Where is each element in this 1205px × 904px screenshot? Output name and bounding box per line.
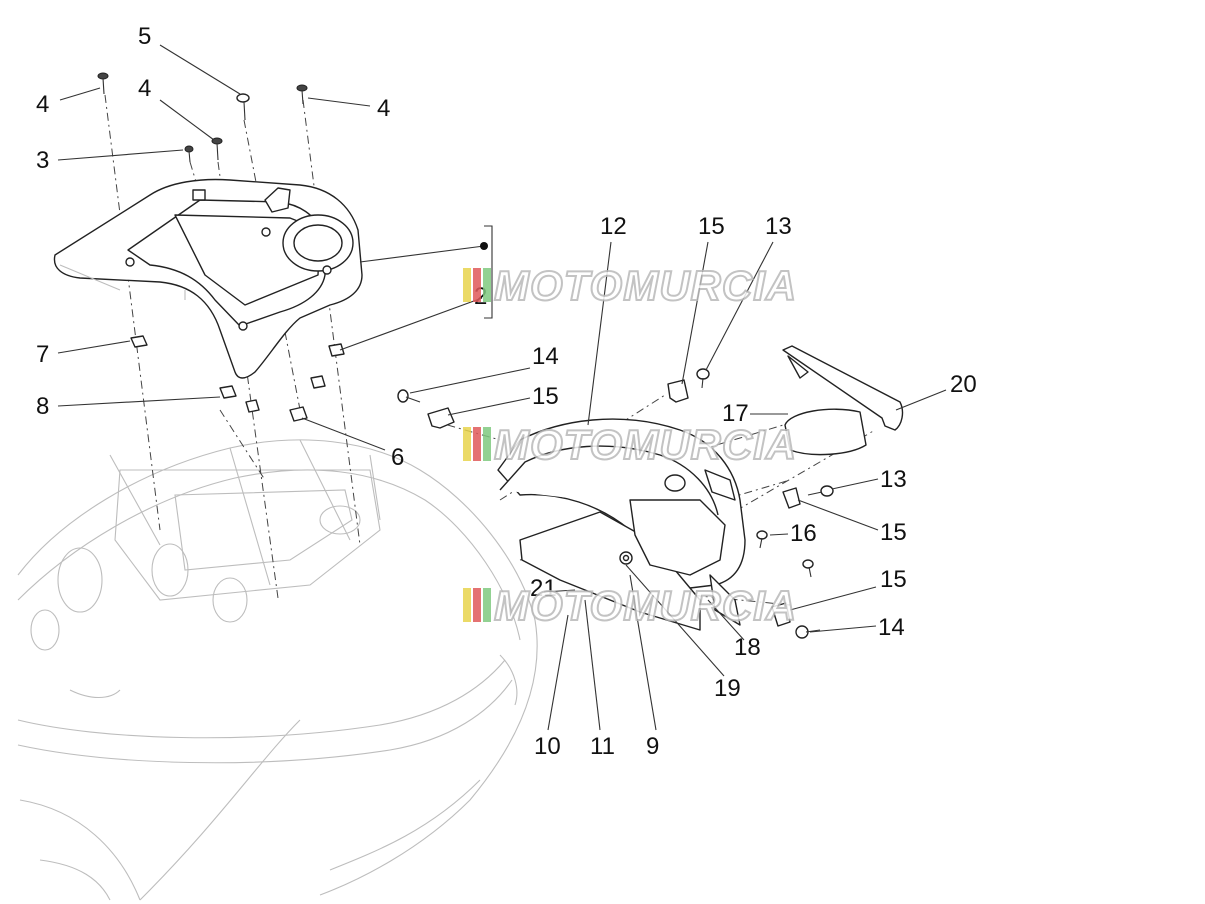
watermark-text: MOTOMURCIA bbox=[494, 262, 797, 309]
callout-5: 5 bbox=[138, 23, 151, 50]
clip-15b bbox=[427, 407, 455, 429]
callout-15d: 15 bbox=[880, 566, 907, 593]
callout-15b: 15 bbox=[532, 383, 559, 410]
clips-nuts bbox=[130, 335, 345, 422]
screw-13a bbox=[696, 368, 710, 389]
group-marker-dot bbox=[480, 242, 488, 250]
screw-4b bbox=[296, 84, 308, 105]
screw-13b bbox=[807, 485, 834, 497]
callout-labels: 4 5 4 4 3 12 15 13 2 7 14 15 20 8 17 6 1… bbox=[36, 23, 977, 760]
callout-4a: 4 bbox=[36, 91, 49, 118]
watermark-stripe-red bbox=[473, 268, 481, 302]
screw-4c bbox=[211, 137, 223, 161]
watermark-2: MOTOMURCIA bbox=[463, 420, 797, 469]
watermark-stripe-green bbox=[483, 427, 491, 461]
callout-19: 19 bbox=[714, 675, 741, 702]
callout-3: 3 bbox=[36, 147, 49, 174]
watermark-text: MOTOMURCIA bbox=[494, 421, 797, 468]
callout-15c: 15 bbox=[880, 519, 907, 546]
callout-4c: 4 bbox=[377, 95, 390, 122]
callout-17: 17 bbox=[722, 400, 749, 427]
license-plate-holder bbox=[497, 418, 746, 631]
screws-top bbox=[97, 72, 308, 163]
watermark-stripe-green bbox=[483, 588, 491, 622]
watermark-stripe-yellow bbox=[463, 268, 471, 302]
screw-16b bbox=[802, 559, 814, 578]
watermark-stripe-red bbox=[473, 427, 481, 461]
screw-14b bbox=[795, 625, 821, 639]
watermark-stripe-green bbox=[483, 268, 491, 302]
callout-11: 11 bbox=[590, 733, 615, 760]
watermark-1: MOTOMURCIA bbox=[463, 261, 797, 310]
rear-rack bbox=[53, 178, 363, 379]
clip-15d bbox=[771, 602, 791, 627]
watermark-stripe-yellow bbox=[463, 427, 471, 461]
watermark-text: MOTOMURCIA bbox=[494, 582, 797, 629]
watermark-3: MOTOMURCIA bbox=[463, 581, 797, 630]
screw-4a bbox=[97, 72, 109, 95]
callout-9: 9 bbox=[646, 733, 659, 760]
screw-3 bbox=[184, 145, 194, 163]
leader-lines bbox=[57, 44, 947, 731]
clip-15a bbox=[667, 379, 689, 403]
callout-16: 16 bbox=[790, 520, 817, 547]
callout-6: 6 bbox=[391, 444, 404, 471]
watermark-stripe-red bbox=[473, 588, 481, 622]
callout-20: 20 bbox=[950, 371, 977, 398]
callout-13a: 13 bbox=[765, 213, 792, 240]
reflector-17 bbox=[784, 408, 867, 456]
callout-8: 8 bbox=[36, 393, 49, 420]
bracket-20 bbox=[782, 345, 904, 431]
clip-15c bbox=[782, 487, 801, 509]
callout-15a: 15 bbox=[698, 213, 725, 240]
callout-4b: 4 bbox=[138, 75, 151, 102]
watermark-stripe-yellow bbox=[463, 588, 471, 622]
callout-14a: 14 bbox=[532, 343, 559, 370]
callout-14b: 14 bbox=[878, 614, 905, 641]
callout-10: 10 bbox=[534, 733, 561, 760]
callout-12: 12 bbox=[600, 213, 627, 240]
screw-5 bbox=[236, 93, 250, 121]
callout-18: 18 bbox=[734, 634, 761, 661]
callout-7: 7 bbox=[36, 341, 49, 368]
small-parts-right bbox=[397, 345, 904, 639]
assembly-lines bbox=[104, 94, 876, 606]
screw-16a bbox=[756, 530, 768, 549]
scooter-body-outline bbox=[17, 439, 538, 901]
callout-21: 21 bbox=[530, 575, 557, 602]
screw-14a bbox=[397, 389, 421, 403]
callout-13b: 13 bbox=[880, 466, 907, 493]
